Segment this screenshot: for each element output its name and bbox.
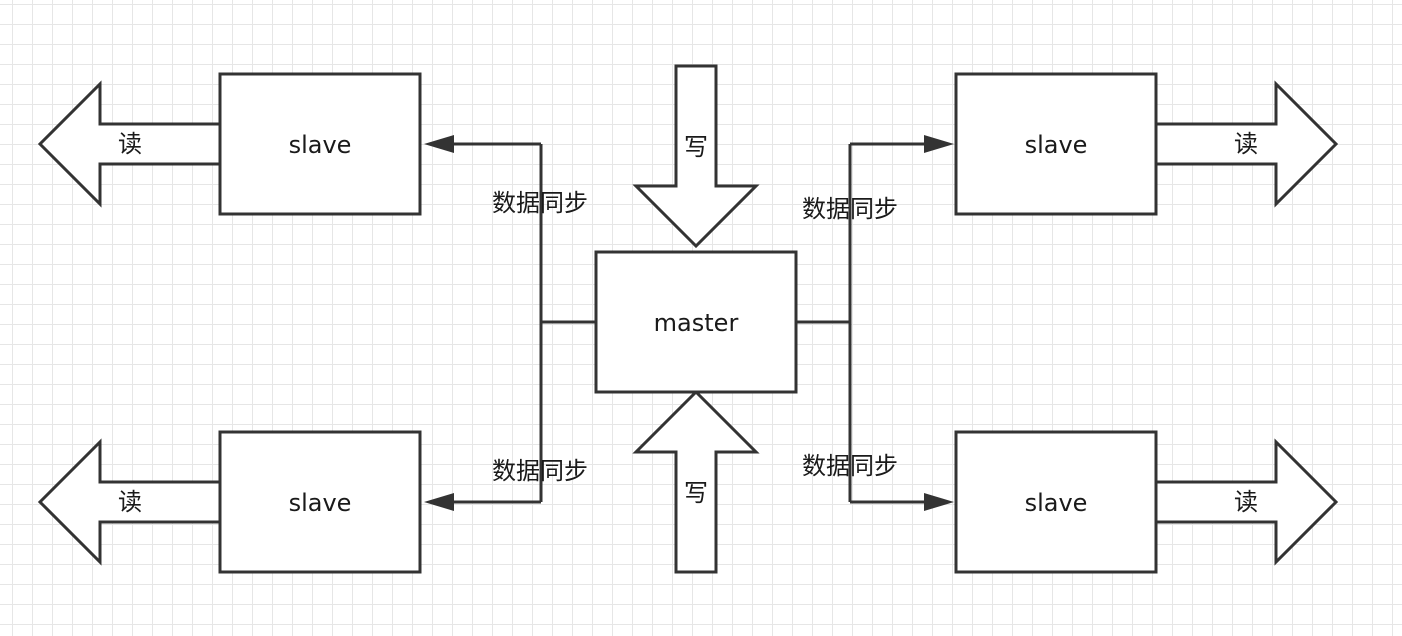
master-box: [594, 250, 798, 394]
read-arrow-top-left: [37, 80, 222, 208]
sync-arrowhead-bottom-right: [924, 493, 954, 511]
sync-arrowhead-top-right: [924, 135, 954, 153]
write-label-top: 写: [684, 133, 708, 161]
read-label-top-left: 读: [118, 130, 142, 158]
slave-label-top-left: slave: [289, 131, 352, 159]
slave-label-bottom-left: slave: [289, 489, 352, 517]
write-arrow-bottom: [632, 389, 760, 574]
master-label: master: [654, 309, 739, 337]
read-arrow-bottom-left: [37, 438, 222, 566]
sync-label-top-right: 数据同步: [802, 195, 898, 223]
sync-arrowhead-bottom-left: [424, 493, 454, 511]
write-arrow-top: [632, 64, 760, 249]
sync-label-bottom-right: 数据同步: [802, 452, 898, 480]
read-label-bottom-left: 读: [118, 488, 142, 516]
slave-box-top-left: [218, 72, 422, 216]
read-arrow-bottom-right: [1154, 438, 1339, 566]
sync-connector-left: [446, 142, 596, 504]
read-label-bottom-right: 读: [1234, 488, 1258, 516]
read-arrow-top-right: [1154, 80, 1339, 208]
write-label-bottom: 写: [684, 479, 708, 507]
sync-label-bottom-left: 数据同步: [492, 457, 588, 485]
sync-label-top-left: 数据同步: [492, 189, 588, 217]
sync-connector-right: [796, 142, 930, 504]
slave-box-bottom-left: [218, 430, 422, 574]
slave-box-bottom-right: [954, 430, 1158, 574]
slave-label-bottom-right: slave: [1025, 489, 1088, 517]
slave-label-top-right: slave: [1025, 131, 1088, 159]
slave-box-top-right: [954, 72, 1158, 216]
sync-arrowhead-top-left: [424, 135, 454, 153]
read-label-top-right: 读: [1234, 130, 1258, 158]
